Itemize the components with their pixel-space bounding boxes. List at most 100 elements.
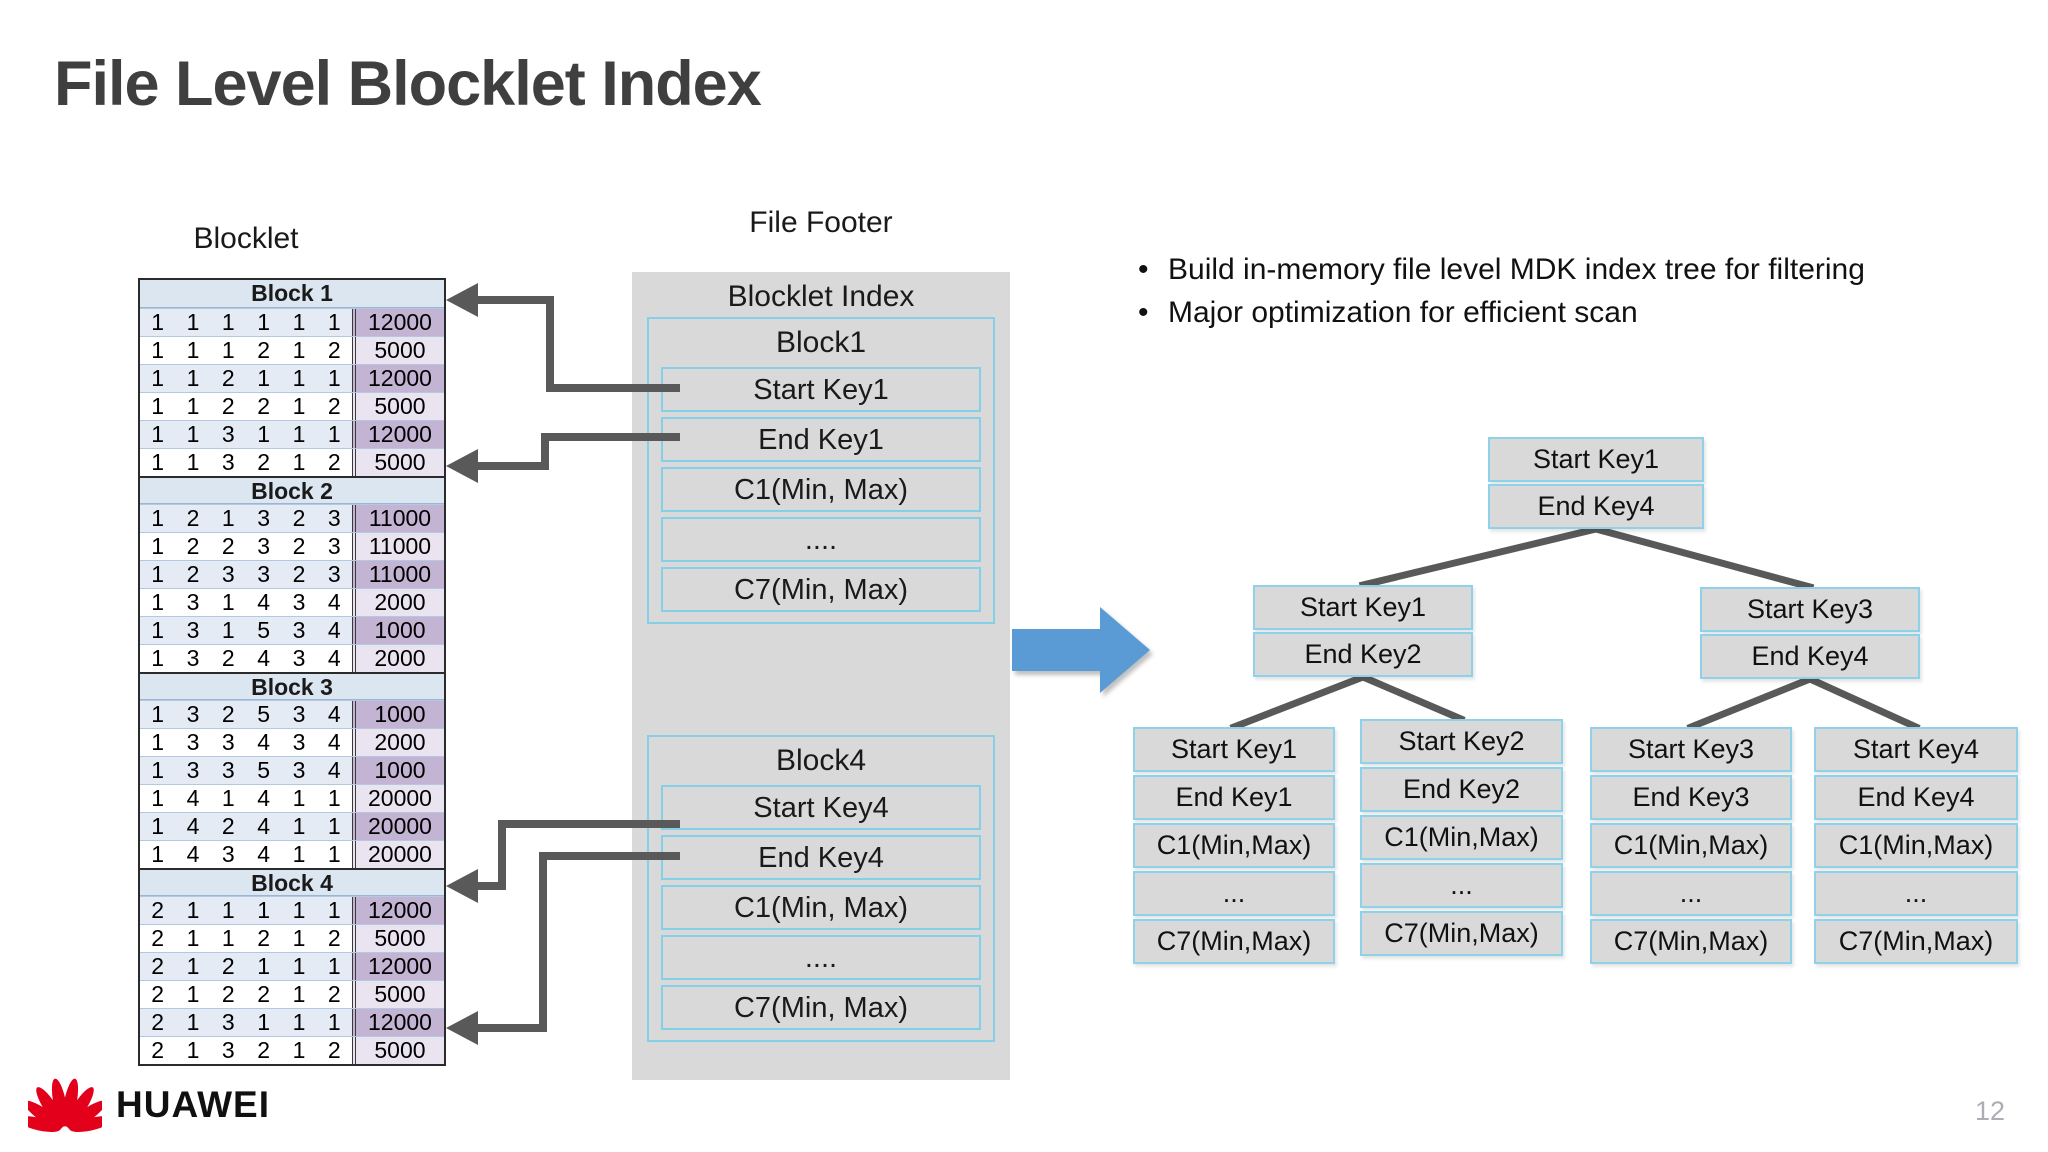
footer-section-title: Block4 <box>775 744 867 777</box>
tree-cell: Start Key1 <box>1253 585 1473 630</box>
key-cell: 2 <box>210 365 246 392</box>
key-cell: 1 <box>281 925 317 952</box>
key-cell: 1 <box>281 393 317 420</box>
bullet-glyph: • <box>1138 296 1149 329</box>
key-cell: 1 <box>175 1009 211 1036</box>
blue-right-arrow-icon <box>1012 607 1150 693</box>
key-cell: 1 <box>175 925 211 952</box>
key-cell: 1 <box>175 365 211 392</box>
key-cell: 1 <box>281 449 317 476</box>
key-cell: 4 <box>245 589 282 616</box>
value-cell: 11000 <box>351 533 444 560</box>
key-cell: 1 <box>175 393 211 420</box>
key-cell: 3 <box>175 729 211 756</box>
key-cell: 2 <box>140 897 176 924</box>
key-cell: 4 <box>245 645 282 672</box>
footer-cell: Start Key4 <box>661 785 981 830</box>
key-cell: 2 <box>281 505 317 532</box>
value-cell: 1000 <box>351 701 444 728</box>
key-cell: 1 <box>245 421 282 448</box>
key-cell: 2 <box>245 449 282 476</box>
key-cell: 1 <box>140 449 176 476</box>
key-cell: 1 <box>175 897 211 924</box>
key-cell: 1 <box>281 1037 317 1064</box>
file-footer-label: File Footer <box>749 206 893 239</box>
key-cell: 2 <box>245 1037 282 1064</box>
value-cell: 12000 <box>351 953 444 980</box>
footer-cell: Start Key1 <box>661 367 981 412</box>
page-number: 12 <box>1975 1096 2006 1126</box>
key-cell: 1 <box>210 337 246 364</box>
bullet-list: •Build in-memory file level MDK index tr… <box>1138 248 1865 334</box>
key-cell: 1 <box>245 1009 282 1036</box>
key-cell: 3 <box>281 729 317 756</box>
key-cell: 4 <box>316 589 352 616</box>
key-cell: 1 <box>175 337 211 364</box>
footer-to-table-arrows <box>446 283 680 1045</box>
tree-cell: C7(Min,Max) <box>1360 911 1563 956</box>
key-cell: 3 <box>281 757 317 784</box>
value-cell: 12000 <box>351 421 444 448</box>
key-cell: 1 <box>210 785 246 812</box>
key-cell: 2 <box>210 981 246 1008</box>
key-cell: 1 <box>140 617 176 644</box>
value-cell: 2000 <box>351 729 444 756</box>
key-cell: 2 <box>175 533 211 560</box>
footer-cell: End Key4 <box>661 835 981 880</box>
key-cell: 2 <box>140 953 176 980</box>
value-cell: 20000 <box>351 813 444 840</box>
key-cell: 1 <box>140 421 176 448</box>
arrowhead-left-icon <box>446 449 478 483</box>
key-cell: 2 <box>140 925 176 952</box>
key-cell: 3 <box>281 701 317 728</box>
key-cell: 1 <box>316 365 352 392</box>
value-cell: 5000 <box>351 337 444 364</box>
key-cell: 2 <box>140 1009 176 1036</box>
key-cell: 1 <box>175 309 211 336</box>
block-header-row: Block 2 <box>140 476 444 504</box>
key-cell: 3 <box>210 421 246 448</box>
key-cell: 3 <box>210 841 246 868</box>
key-cell: 1 <box>140 365 176 392</box>
key-cell: 1 <box>210 897 246 924</box>
key-cell: 2 <box>245 981 282 1008</box>
tree-cell: C1(Min,Max) <box>1133 823 1335 868</box>
key-cell: 4 <box>316 729 352 756</box>
footer-cell: C1(Min, Max) <box>661 885 981 930</box>
tree-cell: ... <box>1590 871 1792 916</box>
key-cell: 1 <box>316 1009 352 1036</box>
key-cell: 4 <box>245 729 282 756</box>
key-cell: 3 <box>316 561 352 588</box>
tree-cell: C7(Min,Max) <box>1133 919 1335 964</box>
value-cell: 20000 <box>351 785 444 812</box>
block-header-row: Block 1 <box>140 280 444 308</box>
key-cell: 4 <box>245 785 282 812</box>
huawei-flower-icon <box>28 1078 102 1133</box>
key-cell: 3 <box>210 1037 246 1064</box>
value-cell: 1000 <box>351 757 444 784</box>
key-cell: 1 <box>281 421 317 448</box>
footer-cell: End Key1 <box>661 417 981 462</box>
key-cell: 1 <box>140 589 176 616</box>
tree-cell: End Key2 <box>1360 767 1563 812</box>
key-cell: 4 <box>175 813 211 840</box>
value-cell: 5000 <box>351 449 444 476</box>
key-cell: 1 <box>140 757 176 784</box>
key-cell: 1 <box>140 309 176 336</box>
key-cell: 2 <box>175 505 211 532</box>
tree-cell: End Key4 <box>1700 634 1920 679</box>
key-cell: 5 <box>245 617 282 644</box>
arrowhead-left-icon <box>446 1011 478 1045</box>
tree-cell: C1(Min,Max) <box>1360 815 1563 860</box>
